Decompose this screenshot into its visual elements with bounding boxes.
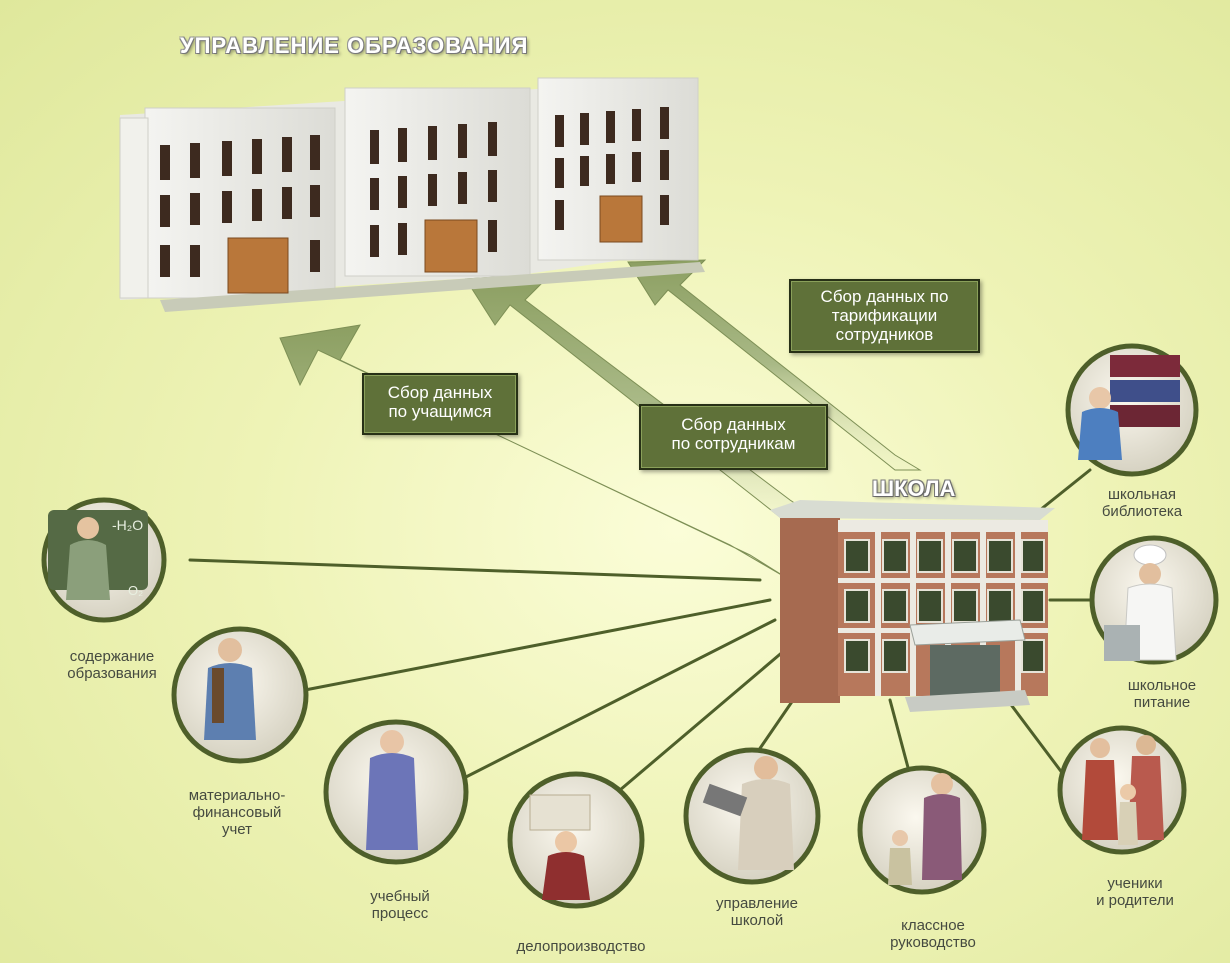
connector-line [1038, 468, 1092, 512]
arrow-students [279, 324, 791, 581]
arrow-staff [464, 274, 822, 526]
module-figures: -H₂O O₂ [48, 355, 1180, 900]
flow-box-students: Сбор данных по учащимся [362, 373, 518, 435]
svg-text:-H₂O: -H₂O [112, 517, 143, 533]
flow-box-tariff: Сбор данных по тарификации сотрудников [789, 279, 980, 353]
connector-line [188, 558, 762, 582]
school-building-icon [770, 500, 1055, 712]
label-canteen: школьное питание [1127, 677, 1197, 711]
label-education-content: содержание образования [67, 648, 157, 682]
connector-lines [188, 468, 1094, 792]
label-office-work: делопроизводство [516, 938, 646, 955]
class-teacher-icon [857, 765, 987, 895]
label-finance: материально- финансовый учет [188, 787, 286, 838]
label-management: управление школой [715, 895, 799, 929]
svg-text:O₂: O₂ [128, 583, 143, 598]
flow-box-staff: Сбор данных по сотрудникам [639, 404, 828, 470]
label-library: школьная библиотека [1101, 486, 1183, 520]
connector-line [888, 698, 912, 777]
school-title: ШКОЛА [872, 476, 956, 501]
connector-line [458, 618, 777, 782]
administration-building-icon [119, 77, 705, 312]
label-class-guidance: классное руководство [890, 917, 976, 951]
label-learning: учебный процесс [370, 888, 430, 922]
connector-line [618, 648, 787, 792]
label-students-parents: ученики и родители [1096, 875, 1174, 909]
connector-line [303, 598, 772, 692]
page-title: УПРАВЛЕНИЕ ОБРАЗОВАНИЯ [180, 33, 529, 58]
